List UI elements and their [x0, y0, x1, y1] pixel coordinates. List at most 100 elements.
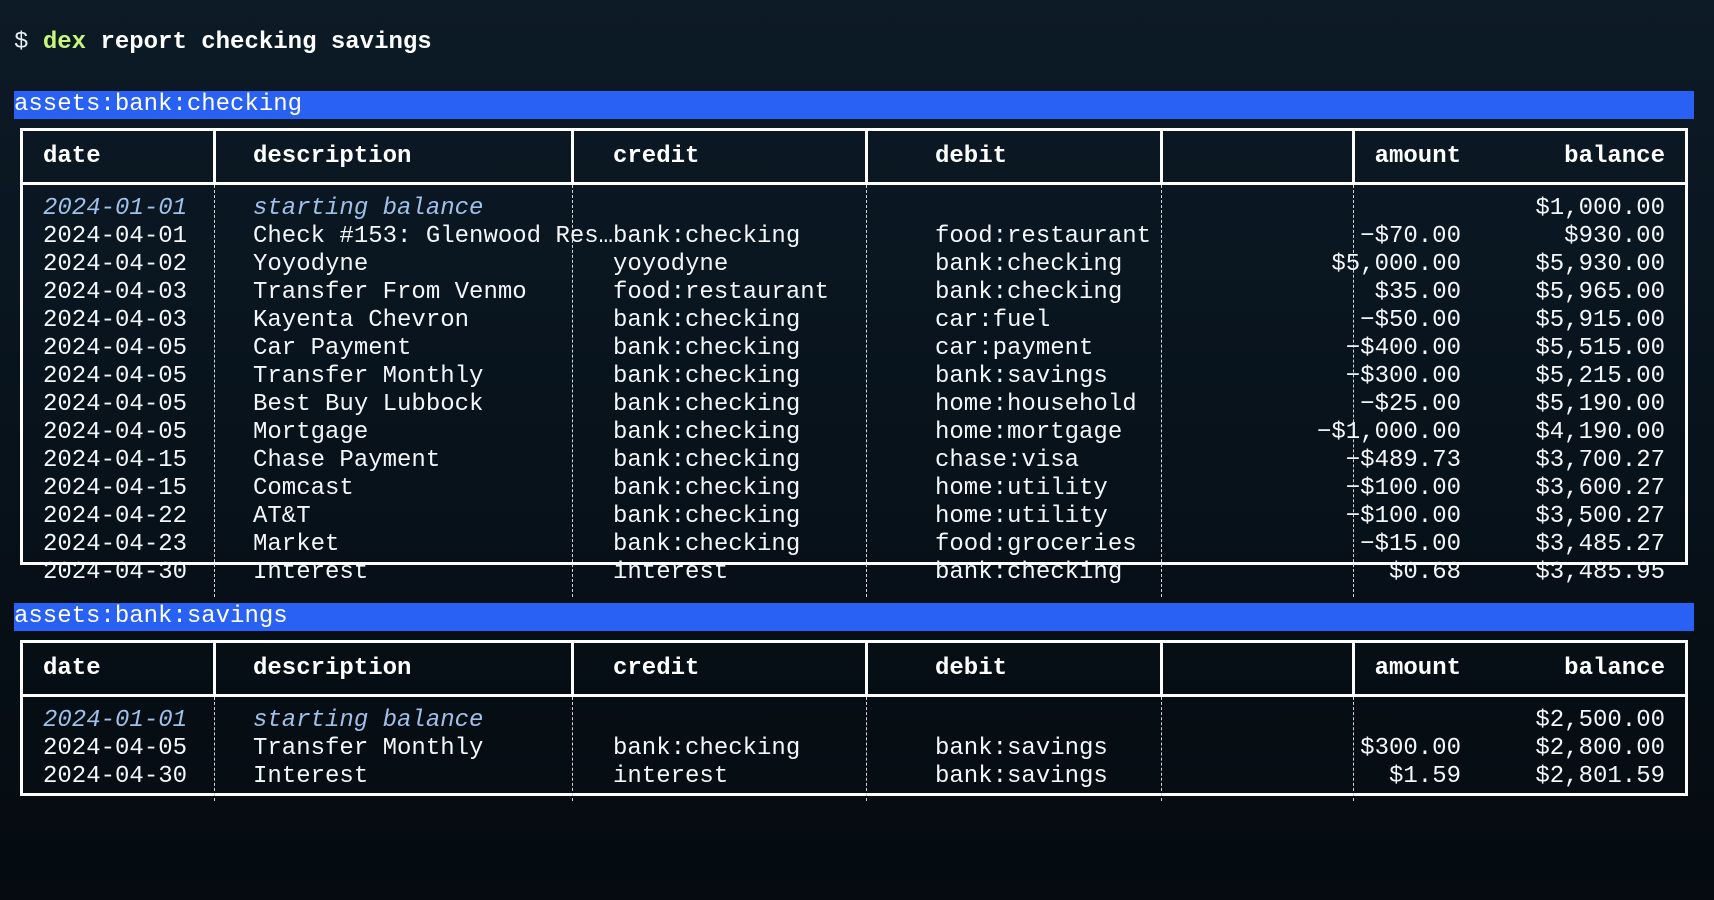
cell-credit: food:restaurant: [613, 279, 830, 306]
cell-amount: −$70.00: [1360, 223, 1461, 250]
cell-description: Interest: [253, 559, 369, 586]
report-table-checking: date description credit debit amount balance 2…: [20, 128, 1688, 597]
cell-credit: bank:checking: [613, 475, 801, 502]
cell-balance: $5,215.00: [1535, 363, 1665, 390]
cell-amount: $1.59: [1388, 763, 1461, 790]
cell-amount: $5,000.00: [1331, 251, 1461, 278]
cell-description: Transfer Monthly: [253, 363, 484, 390]
cell-balance: $2,500.00: [1535, 707, 1665, 734]
cell-date: 2024-04-03: [43, 279, 188, 306]
cell-date: 2024-04-05: [43, 419, 188, 446]
column-header-balance[interactable]: balance: [1564, 655, 1665, 682]
cell-balance: $3,700.27: [1535, 447, 1665, 474]
cell-credit: bank:checking: [613, 735, 801, 762]
cell-debit: home:utility: [935, 475, 1108, 502]
transaction-row[interactable]: 2024-04-05 Transfer Monthly bank:checking b…: [23, 363, 1685, 391]
cell-debit: car:fuel: [935, 307, 1051, 334]
column-header-debit[interactable]: debit: [935, 143, 1008, 170]
cell-date: 2024-04-05: [43, 391, 188, 418]
column-header-debit[interactable]: debit: [935, 655, 1008, 682]
column-header-date[interactable]: date: [43, 143, 101, 170]
cell-date: 2024-04-05: [43, 363, 188, 390]
column-header-amount[interactable]: amount: [1374, 143, 1461, 170]
cell-balance: $930.00: [1564, 223, 1665, 250]
cell-credit: bank:checking: [613, 307, 801, 334]
column-divider: [214, 185, 215, 597]
cell-date: 2024-04-05: [43, 335, 188, 362]
column-header-description[interactable]: description: [253, 143, 412, 170]
column-header-balance[interactable]: balance: [1564, 143, 1665, 170]
cell-description: Check #153: Glenwood Res…: [253, 223, 614, 250]
cell-debit: bank:savings: [935, 763, 1108, 790]
cell-date: 2024-04-01: [43, 223, 188, 250]
column-divider: [1161, 185, 1162, 597]
cell-description: Interest: [253, 763, 369, 790]
column-divider: [1353, 185, 1354, 597]
cell-credit: interest: [613, 559, 729, 586]
cell-credit: bank:checking: [613, 419, 801, 446]
cell-debit: chase:visa: [935, 447, 1080, 474]
cell-amount: −$300.00: [1345, 363, 1461, 390]
column-divider: [866, 185, 867, 597]
column-divider: [1353, 697, 1354, 801]
cell-date: 2024-04-02: [43, 251, 188, 278]
cell-amount: $300.00: [1360, 735, 1461, 762]
cell-description: Transfer Monthly: [253, 735, 484, 762]
cell-balance: $5,915.00: [1535, 307, 1665, 334]
cell-credit: bank:checking: [613, 391, 801, 418]
cell-credit: bank:checking: [613, 503, 801, 530]
cell-date: 2024-04-23: [43, 531, 188, 558]
header-divider: [213, 643, 216, 694]
column-header-description[interactable]: description: [253, 655, 412, 682]
cell-balance: $3,500.27: [1535, 503, 1665, 530]
header-divider: [571, 643, 574, 694]
column-divider: [1161, 697, 1162, 801]
cell-debit: bank:savings: [935, 363, 1108, 390]
cell-amount: −$15.00: [1360, 531, 1461, 558]
header-divider: [571, 131, 574, 182]
cell-date: 2024-04-15: [43, 447, 188, 474]
cell-credit: bank:checking: [613, 531, 801, 558]
column-header-date[interactable]: date: [43, 655, 101, 682]
header-divider: [1352, 131, 1355, 182]
cell-date: 2024-04-15: [43, 475, 188, 502]
cell-credit: interest: [613, 763, 729, 790]
header-divider: [865, 643, 868, 694]
header-divider: [1352, 643, 1355, 694]
column-header-credit[interactable]: credit: [613, 143, 700, 170]
cell-balance: $3,600.27: [1535, 475, 1665, 502]
cell-credit: [613, 707, 913, 735]
cell-credit: [613, 195, 913, 223]
column-header-amount[interactable]: amount: [1374, 655, 1461, 682]
report-table-savings: date description credit debit amount balance 2…: [20, 640, 1688, 801]
cell-credit: bank:checking: [613, 363, 801, 390]
cell-description: Chase Payment: [253, 447, 441, 474]
cell-debit: car:payment: [935, 335, 1094, 362]
cell-credit: bank:checking: [613, 447, 801, 474]
cell-credit: bank:checking: [613, 335, 801, 362]
transaction-row[interactable]: 2024-04-15 Chase Payment bank:checking chas…: [23, 447, 1685, 475]
cell-debit: home:utility: [935, 503, 1108, 530]
cell-credit: yoyodyne: [613, 251, 729, 278]
cell-debit: home:household: [935, 391, 1137, 418]
account-header-checking: assets:bank:checking: [14, 91, 1694, 119]
cell-date: 2024-04-05: [43, 735, 188, 762]
column-header-credit[interactable]: credit: [613, 655, 700, 682]
prompt-symbol: $: [14, 29, 29, 56]
